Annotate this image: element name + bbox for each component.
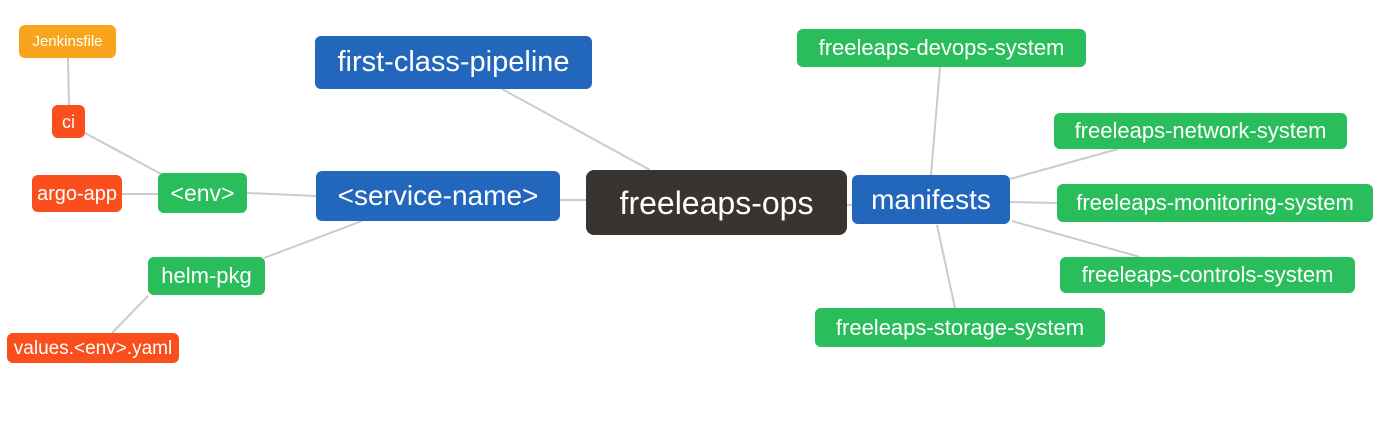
node-label: <service-name> <box>337 180 539 211</box>
node-label: freeleaps-controls-system <box>1081 262 1334 287</box>
edge-manifests-freeleaps-network-system <box>1009 148 1119 180</box>
node-label: freeleaps-network-system <box>1074 118 1327 143</box>
node-freeleaps-storage-system[interactable]: freeleaps-storage-system <box>815 308 1105 347</box>
edge-manifests-freeleaps-monitoring-system <box>1009 201 1058 204</box>
edge-helm-pkg-values-env-yaml <box>111 295 149 334</box>
node-argo-app[interactable]: argo-app <box>32 175 122 212</box>
node-values-env-yaml[interactable]: values.<env>.yaml <box>7 333 179 363</box>
node-label: freeleaps-ops <box>619 184 814 221</box>
node-label: first-class-pipeline <box>337 46 570 78</box>
node-freeleaps-monitoring-system[interactable]: freeleaps-monitoring-system <box>1057 184 1373 222</box>
edge-ci-env <box>84 132 162 175</box>
node-label: freeleaps-monitoring-system <box>1076 190 1354 215</box>
node-label: ci <box>62 111 75 132</box>
node-first-class-pipeline[interactable]: first-class-pipeline <box>315 36 592 89</box>
edge-first-class-pipeline-freeleaps-ops <box>501 88 651 171</box>
node-freeleaps-ops[interactable]: freeleaps-ops <box>586 170 847 235</box>
node-manifests[interactable]: manifests <box>852 175 1010 224</box>
node-label: values.<env>.yaml <box>13 337 173 359</box>
edge-manifests-freeleaps-controls-system <box>1011 220 1141 258</box>
node-service-name[interactable]: <service-name> <box>316 171 560 221</box>
node-label: argo-app <box>36 182 118 205</box>
node-label: freeleaps-devops-system <box>818 35 1065 60</box>
node-helm-pkg[interactable]: helm-pkg <box>148 257 265 295</box>
edge-jenkinsfile-ci <box>67 57 70 106</box>
node-freeleaps-network-system[interactable]: freeleaps-network-system <box>1054 113 1347 149</box>
node-label: freeleaps-storage-system <box>835 314 1085 340</box>
node-label: <env> <box>170 179 235 206</box>
edge-manifests-freeleaps-storage-system <box>936 224 956 309</box>
node-jenkinsfile[interactable]: Jenkinsfile <box>19 25 116 58</box>
edge-manifests-freeleaps-devops-system <box>930 66 941 176</box>
edge-env-service-name <box>246 192 317 197</box>
node-label: manifests <box>871 183 991 215</box>
node-ci[interactable]: ci <box>52 105 85 138</box>
node-label: Jenkinsfile <box>32 33 103 50</box>
node-freeleaps-controls-system[interactable]: freeleaps-controls-system <box>1060 257 1355 293</box>
edge-helm-pkg-service-name <box>263 220 363 259</box>
node-label: helm-pkg <box>161 263 252 288</box>
node-freeleaps-devops-system[interactable]: freeleaps-devops-system <box>797 29 1086 67</box>
node-env[interactable]: <env> <box>158 173 247 213</box>
